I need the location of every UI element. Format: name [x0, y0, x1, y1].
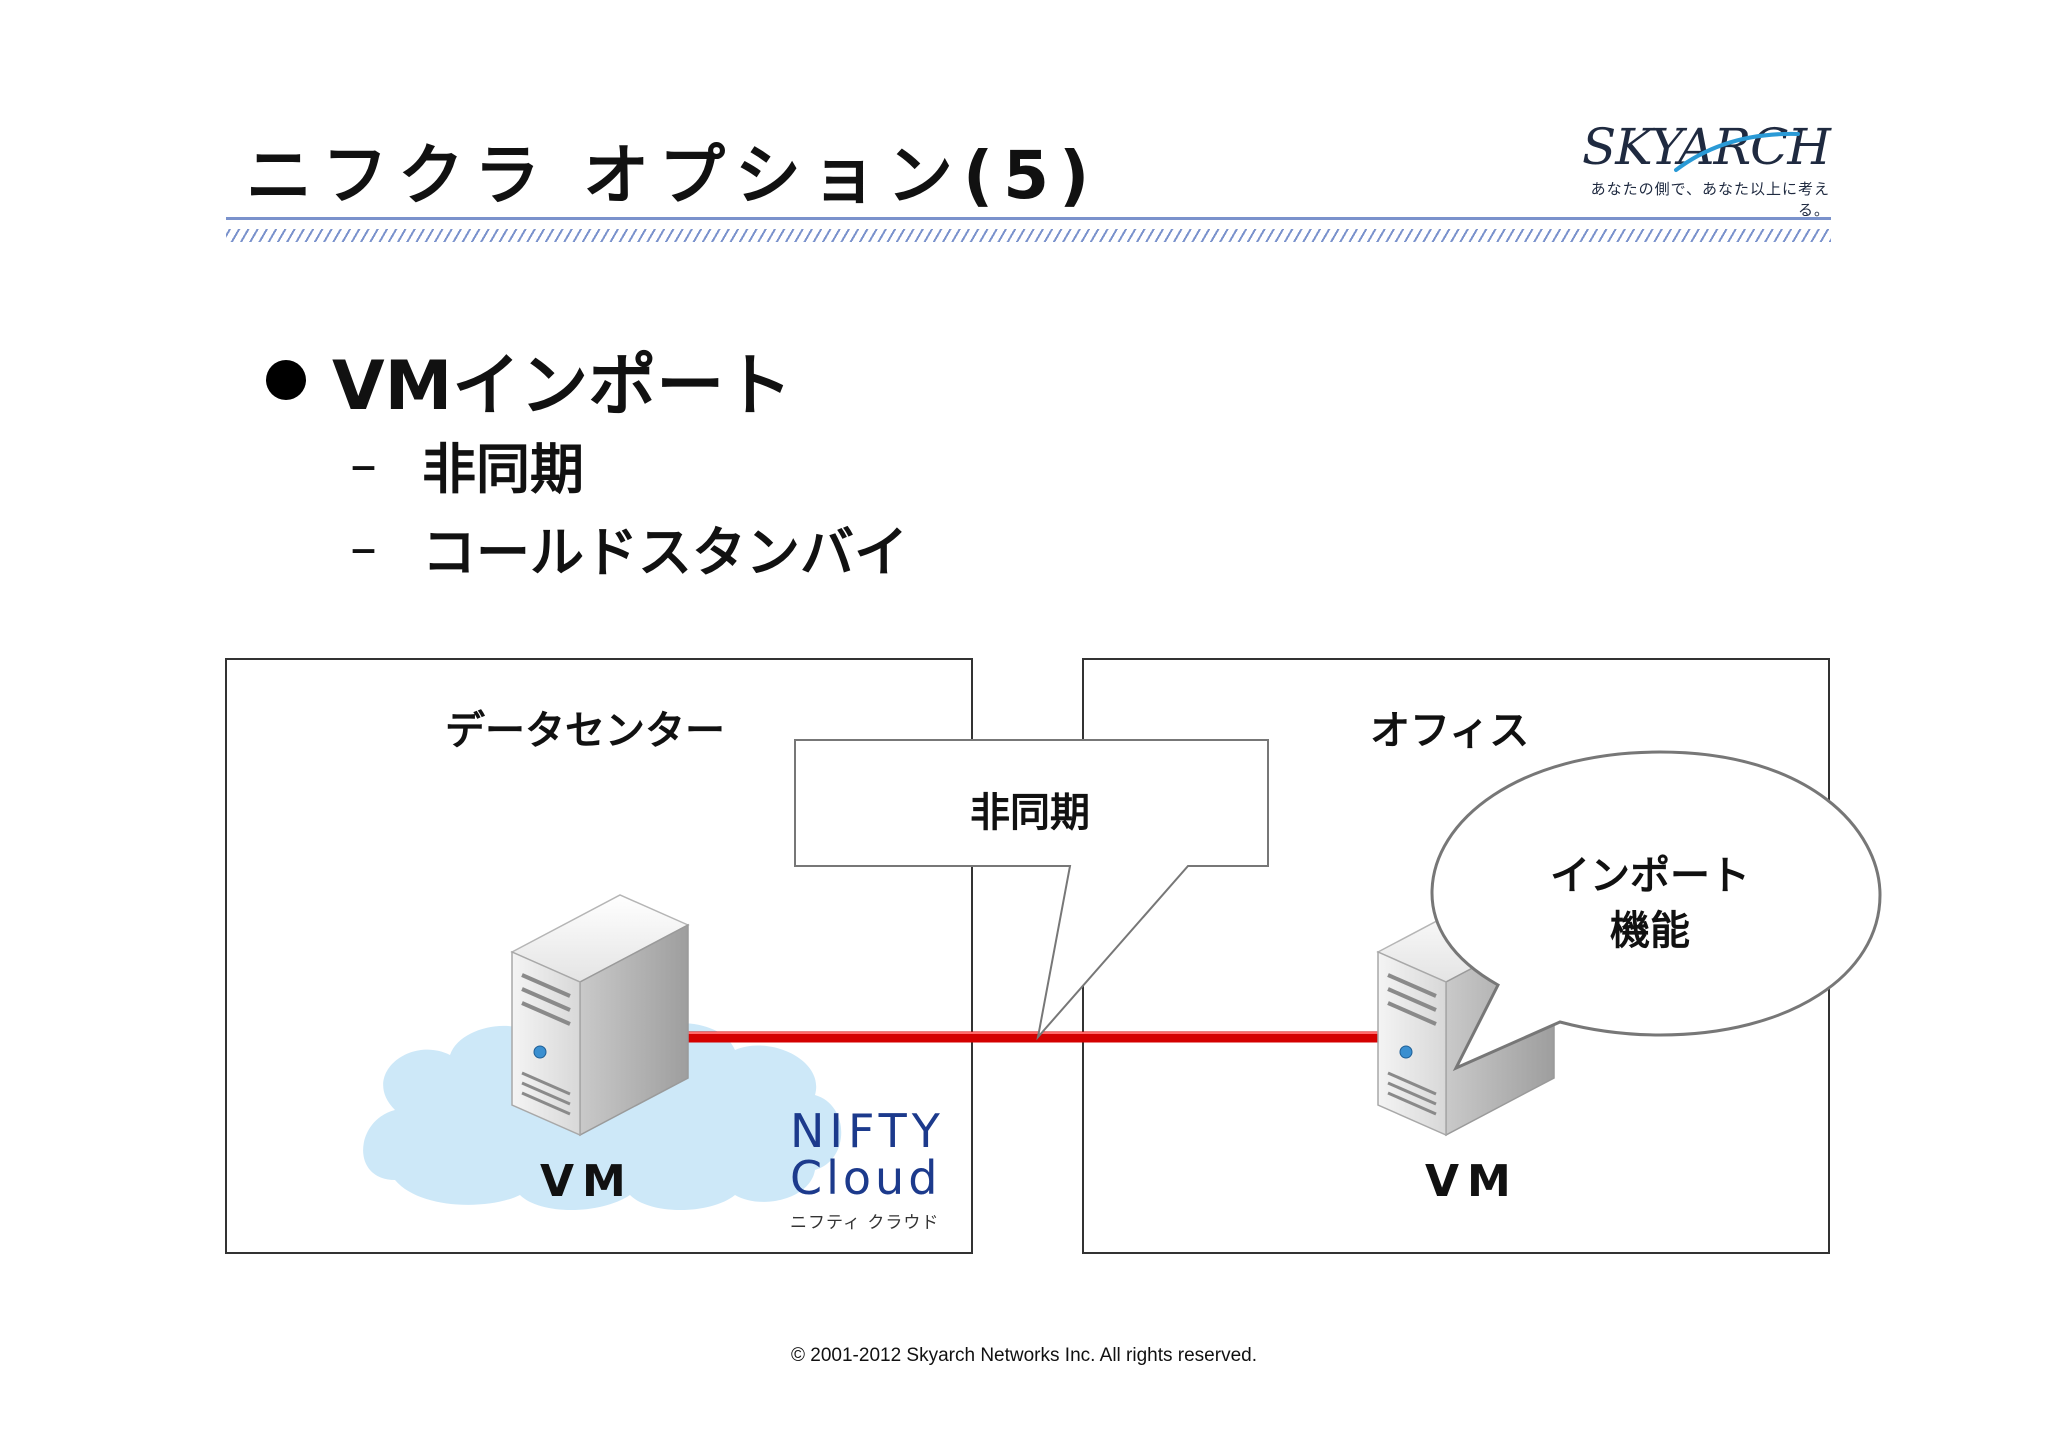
bullet-main: VMインポート [266, 330, 792, 429]
callout-async-shape [794, 739, 1269, 1041]
header-rule [226, 217, 1831, 220]
nifty-cloud-logo: NIFTY Cloud ニフティ クラウド [790, 1108, 965, 1233]
header-hatch-divider [226, 229, 1831, 242]
bullet-dot-icon [266, 359, 306, 400]
logo-swoosh-icon [1674, 131, 1800, 172]
slide-title: ニフクラ オプション(5) [246, 137, 1100, 214]
dash-icon: – [350, 516, 377, 579]
nifty-logo-line2: Cloud [790, 1151, 942, 1205]
vm-label-datacenter: VM [540, 1156, 634, 1207]
nifty-logo-subtitle: ニフティ クラウド [790, 1213, 940, 1234]
datacenter-server-icon [510, 894, 690, 1137]
callout-async-text: 非同期 [970, 790, 1090, 836]
callout-import-shape [1430, 750, 1882, 1072]
skyarch-logo: SKYARCH あなたの側で、あなた以上に考える。 [1580, 118, 1831, 220]
bullet-main-text: VMインポート [332, 347, 793, 426]
logo-wordmark: SKYARCH [1581, 118, 1831, 176]
bullet-sub-text: 非同期 [422, 438, 584, 501]
bullet-sub-async: – 非同期 [350, 425, 584, 504]
vm-label-office: VM [1425, 1156, 1519, 1207]
footer-copyright: © 2001-2012 Skyarch Networks Inc. All ri… [791, 1345, 1257, 1366]
office-label: オフィス [1370, 708, 1530, 754]
datacenter-label: データセンター [445, 708, 725, 754]
callout-import-text-line1: インポート [1550, 853, 1750, 899]
nifty-logo-line1: NIFTY [790, 1104, 945, 1158]
logo-tagline: あなたの側で、あなた以上に考える。 [1590, 180, 1830, 219]
callout-import-text-line2: 機能 [1610, 908, 1690, 954]
bullet-sub-cold-standby: – コールドスタンバイ [350, 508, 908, 587]
network-link [686, 1031, 1385, 1043]
dash-icon: – [350, 433, 377, 496]
bullet-sub-text: コールドスタンバイ [422, 521, 908, 584]
